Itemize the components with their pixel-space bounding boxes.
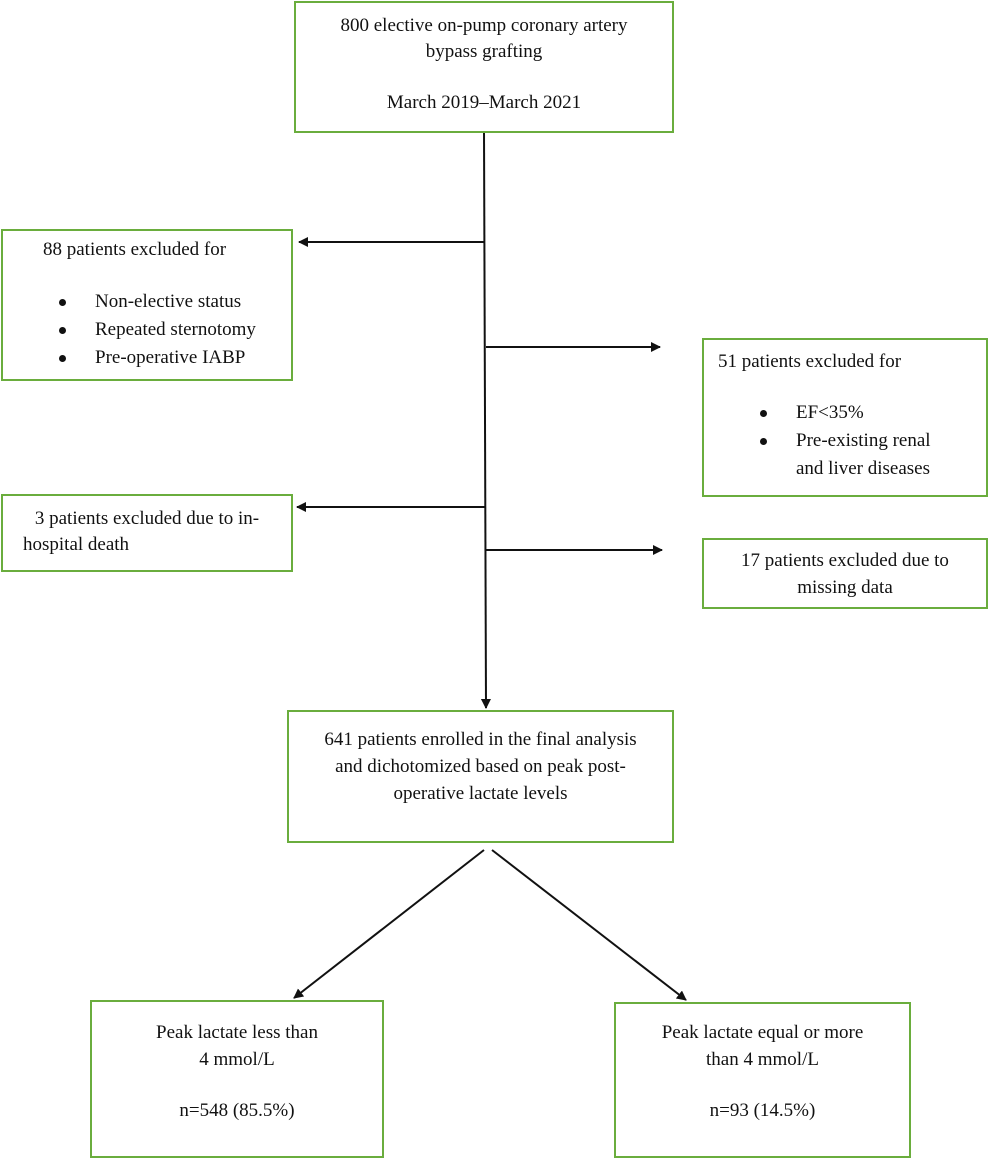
excl-88-heading: 88 patients excluded for xyxy=(43,239,227,260)
initial-date-range: March 2019–March 2021 xyxy=(386,92,582,113)
list-item: and liver diseases xyxy=(796,458,931,479)
bullet-icon xyxy=(59,299,66,306)
high-line-1: Peak lactate equal or more xyxy=(661,1022,864,1043)
excl-51-list: EF<35% Pre-existing renal and liver dise… xyxy=(760,399,931,483)
final-line-3: operative lactate levels xyxy=(393,783,568,804)
box-excluded-17: 17 patients excluded due to missing data xyxy=(702,538,988,609)
excl-3-line-2: hospital death xyxy=(23,534,130,555)
low-line-1: Peak lactate less than xyxy=(156,1022,318,1043)
low-count: n=548 (85.5%) xyxy=(179,1100,295,1121)
box-excluded-51: 51 patients excluded for EF<35% Pre-exis… xyxy=(702,338,988,497)
box-final-cohort: 641 patients enrolled in the final analy… xyxy=(287,710,674,843)
initial-line-2: bypass grafting xyxy=(425,41,543,62)
excl-17-line-2: missing data xyxy=(797,577,893,598)
initial-line-1: 800 elective on-pump coronary artery xyxy=(340,15,628,36)
list-item: Non-elective status xyxy=(59,288,256,316)
box-excluded-3: 3 patients excluded due to in- hospital … xyxy=(1,494,293,572)
excl-51-heading: 51 patients excluded for xyxy=(718,351,902,372)
bullet-icon xyxy=(59,355,66,362)
list-item: Pre-existing renal xyxy=(760,427,931,455)
list-item: EF<35% xyxy=(760,399,931,427)
box-high-lactate: Peak lactate equal or more than 4 mmol/L… xyxy=(614,1002,911,1158)
excl-88-list: Non-elective status Repeated sternotomy … xyxy=(59,288,256,372)
bullet-icon xyxy=(760,438,767,445)
high-line-2: than 4 mmol/L xyxy=(706,1049,819,1070)
box-initial-cohort: 800 elective on-pump coronary artery byp… xyxy=(294,1,674,133)
list-item: Repeated sternotomy xyxy=(59,316,256,344)
high-count: n=93 (14.5%) xyxy=(709,1100,816,1121)
excl-3-line-1: 3 patients excluded due to in- xyxy=(34,508,260,529)
bullet-icon xyxy=(59,327,66,334)
arrow-to-high-lactate xyxy=(491,849,687,1001)
final-line-1: 641 patients enrolled in the final analy… xyxy=(324,729,637,750)
main-trunk-line xyxy=(480,129,491,709)
box-low-lactate: Peak lactate less than 4 mmol/L n=548 (8… xyxy=(90,1000,384,1158)
arrow-to-low-lactate xyxy=(293,849,485,999)
low-line-2: 4 mmol/L xyxy=(199,1049,275,1070)
bullet-icon xyxy=(760,410,767,417)
box-excluded-88: 88 patients excluded for Non-elective st… xyxy=(1,229,293,381)
list-item: Pre-operative IABP xyxy=(59,344,256,372)
excl-17-line-1: 17 patients excluded due to xyxy=(741,550,949,571)
final-line-2: and dichotomized based on peak post- xyxy=(335,756,626,777)
